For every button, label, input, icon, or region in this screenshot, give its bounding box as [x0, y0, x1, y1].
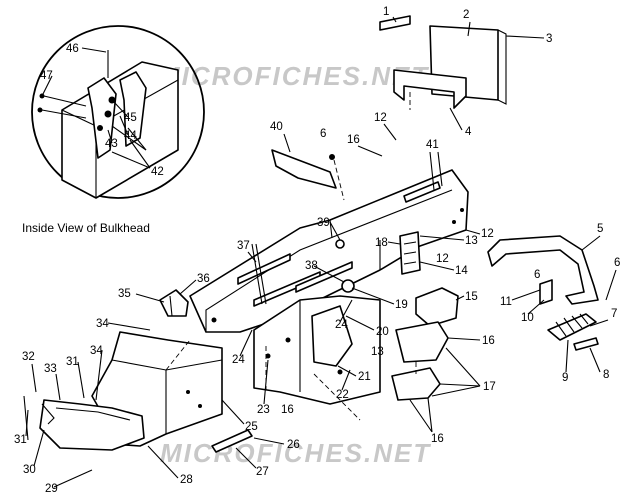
callout-labels: 1 2 3 4 5 6 6 6 7 8 9 10 11 12 12 12 13 …: [14, 6, 620, 495]
callout-14: 14: [455, 265, 468, 277]
callout-6a: 6: [320, 128, 326, 140]
callout-3: 3: [546, 33, 552, 45]
callout-38: 38: [305, 260, 318, 272]
callout-28: 28: [180, 474, 193, 486]
callout-12b: 12: [481, 228, 494, 240]
callout-32: 32: [22, 351, 35, 363]
callout-35: 35: [118, 288, 131, 300]
bolt-6-top: [329, 154, 335, 160]
callout-1: 1: [383, 6, 389, 18]
rod-37: [251, 243, 263, 305]
callout-41: 41: [426, 139, 439, 151]
callout-16c: 16: [281, 404, 294, 416]
bracket-15: [415, 287, 459, 327]
callout-5: 5: [597, 223, 603, 235]
bar-27: [211, 429, 253, 453]
watermark-top: MICROFICHES.NET: [158, 61, 429, 91]
plate-10: [539, 279, 553, 305]
callout-26: 26: [287, 439, 300, 451]
callout-16d: 16: [431, 433, 444, 445]
callout-37: 37: [237, 240, 250, 252]
callout-2: 2: [463, 9, 469, 21]
callout-31a: 31: [66, 356, 79, 368]
callout-13a: 13: [465, 235, 478, 247]
callout-21: 21: [358, 371, 371, 383]
callout-47: 47: [40, 70, 53, 82]
callout-8: 8: [603, 369, 609, 381]
callout-12c: 12: [436, 253, 449, 265]
bulkhead-inset: [31, 25, 205, 199]
callout-15: 15: [465, 291, 478, 303]
callout-33: 33: [44, 363, 57, 375]
bushing-38: [341, 279, 355, 293]
lower-pan: [23, 331, 223, 451]
callout-20: 20: [376, 326, 389, 338]
callout-6b: 6: [614, 257, 620, 269]
bracket-stack-17: [391, 321, 449, 401]
callout-24b: 24: [335, 319, 348, 331]
callout-34a: 34: [96, 318, 109, 330]
nut-39: [335, 239, 345, 249]
callout-16a: 16: [347, 134, 360, 146]
bracket-40: [271, 149, 337, 189]
watermark-bottom: MICROFICHES.NET: [160, 438, 431, 468]
bolt-path-6: [333, 159, 345, 201]
callout-40: 40: [270, 121, 283, 133]
callout-39: 39: [317, 217, 330, 229]
callout-27: 27: [256, 466, 269, 478]
callout-19: 19: [395, 299, 408, 311]
top-panel-assembly: [379, 15, 507, 110]
callout-29: 29: [45, 483, 58, 495]
callout-42: 42: [151, 166, 164, 178]
callout-36: 36: [197, 273, 210, 285]
callout-23: 23: [257, 404, 270, 416]
callout-16b: 16: [482, 335, 495, 347]
callout-6c: 6: [534, 269, 540, 281]
callout-34b: 34: [90, 345, 103, 357]
callout-43: 43: [105, 138, 118, 150]
callout-7: 7: [611, 308, 617, 320]
callout-24a: 24: [232, 354, 245, 366]
inset-caption: Inside View of Bulkhead: [22, 221, 150, 235]
callout-10: 10: [521, 312, 534, 324]
callout-11: 11: [500, 296, 512, 308]
callout-17: 17: [483, 381, 496, 393]
callout-25: 25: [245, 421, 258, 433]
callout-13b: 13: [371, 346, 384, 358]
handle-5: [487, 235, 599, 305]
leader-lines: [25, 16, 617, 488]
spring-clip-9: [547, 313, 597, 341]
plate-8: [573, 337, 599, 351]
callout-46: 46: [66, 43, 79, 55]
callout-30: 30: [23, 464, 36, 476]
side-plate: [253, 295, 381, 421]
callout-18: 18: [375, 237, 388, 249]
callout-45: 45: [124, 112, 137, 124]
callout-31b: 31: [14, 434, 27, 446]
callout-12a: 12: [374, 112, 387, 124]
callout-9: 9: [562, 372, 568, 384]
callout-4: 4: [465, 126, 472, 138]
bracket-35: [159, 289, 189, 317]
callout-22: 22: [336, 389, 349, 401]
